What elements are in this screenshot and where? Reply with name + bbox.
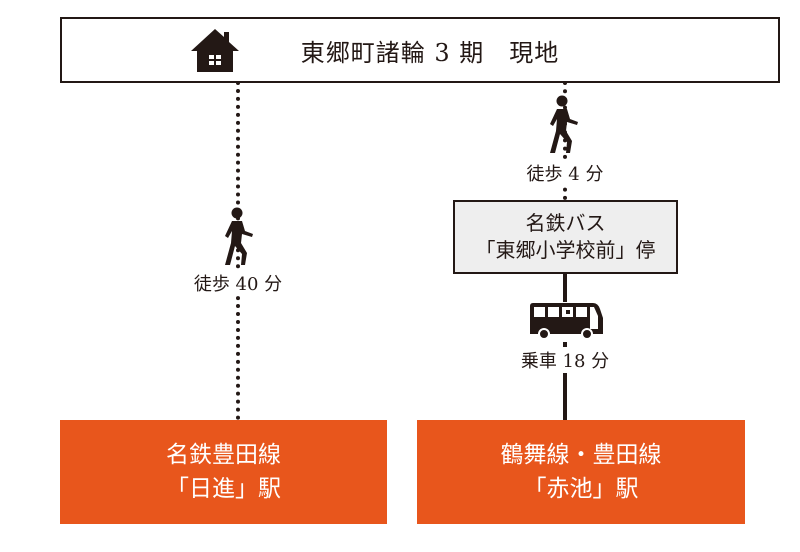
station-nisshin: 名鉄豊田線 「日進」駅 bbox=[60, 420, 387, 524]
walk-time-left: 徒歩 40 分 bbox=[191, 270, 285, 296]
walk-route-line-right bbox=[563, 81, 567, 200]
station-line: 名鉄豊田線 bbox=[166, 442, 281, 468]
ride-time: 乗車 18 分 bbox=[518, 347, 612, 373]
bus-stop-line2: 「東郷小学校前」停 bbox=[475, 238, 656, 262]
station-line: 鶴舞線・豊田線 bbox=[500, 442, 662, 468]
destination-box: 東郷町諸輪 3 期 現地 bbox=[60, 17, 780, 83]
bus-stop-line1: 名鉄バス bbox=[525, 211, 606, 235]
walking-person-icon bbox=[550, 95, 578, 153]
bus-icon bbox=[527, 302, 605, 342]
bus-stop-box: 名鉄バス 「東郷小学校前」停 bbox=[453, 200, 678, 274]
station-name: 「日進」駅 bbox=[166, 476, 281, 502]
station-name: 「赤池」駅 bbox=[523, 476, 639, 502]
walk-route-line-left bbox=[236, 81, 240, 420]
destination-title: 東郷町諸輪 3 期 現地 bbox=[300, 38, 560, 67]
bus-route-line bbox=[563, 272, 567, 420]
walking-person-icon bbox=[225, 207, 253, 265]
walk-time-right: 徒歩 4 分 bbox=[524, 160, 606, 186]
station-akaike: 鶴舞線・豊田線 「赤池」駅 bbox=[417, 420, 745, 524]
house-icon bbox=[191, 29, 239, 72]
